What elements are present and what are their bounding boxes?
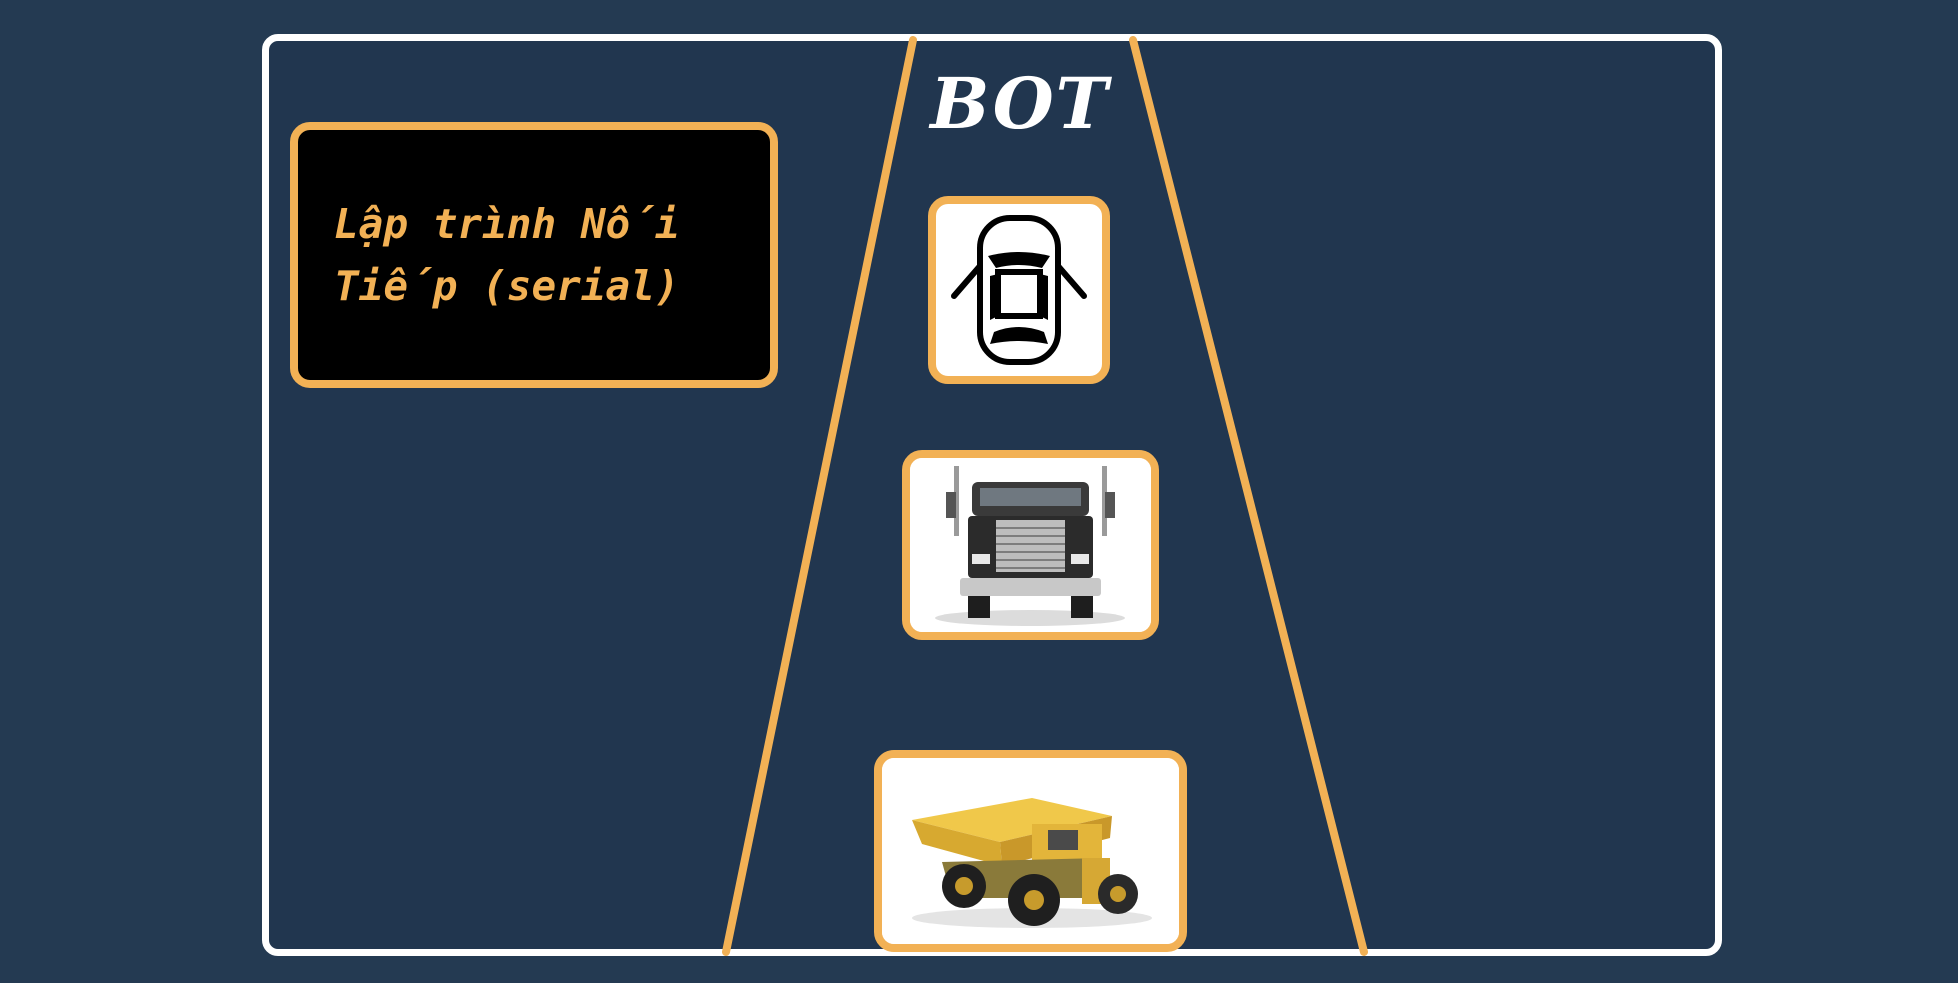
lane-label: BOT [930, 62, 1110, 145]
semi-truck-tile [902, 450, 1159, 640]
car-tile [928, 196, 1110, 384]
lane-line-left [722, 36, 917, 956]
title-line-1: Lập trình Nối [334, 200, 680, 248]
semi-truck-photo [910, 458, 1151, 632]
dump-truck-tile [874, 750, 1187, 952]
title-line-2: Tiếp (serial) [334, 262, 680, 310]
car-top-view-icon [951, 215, 1087, 365]
title-box: Lập trình Nối Tiếp (serial) [290, 122, 778, 388]
title-text: Lập trình Nối Tiếp (serial) [334, 193, 734, 317]
dump-truck-photo [882, 758, 1179, 944]
lane-line-right [1129, 36, 1368, 956]
